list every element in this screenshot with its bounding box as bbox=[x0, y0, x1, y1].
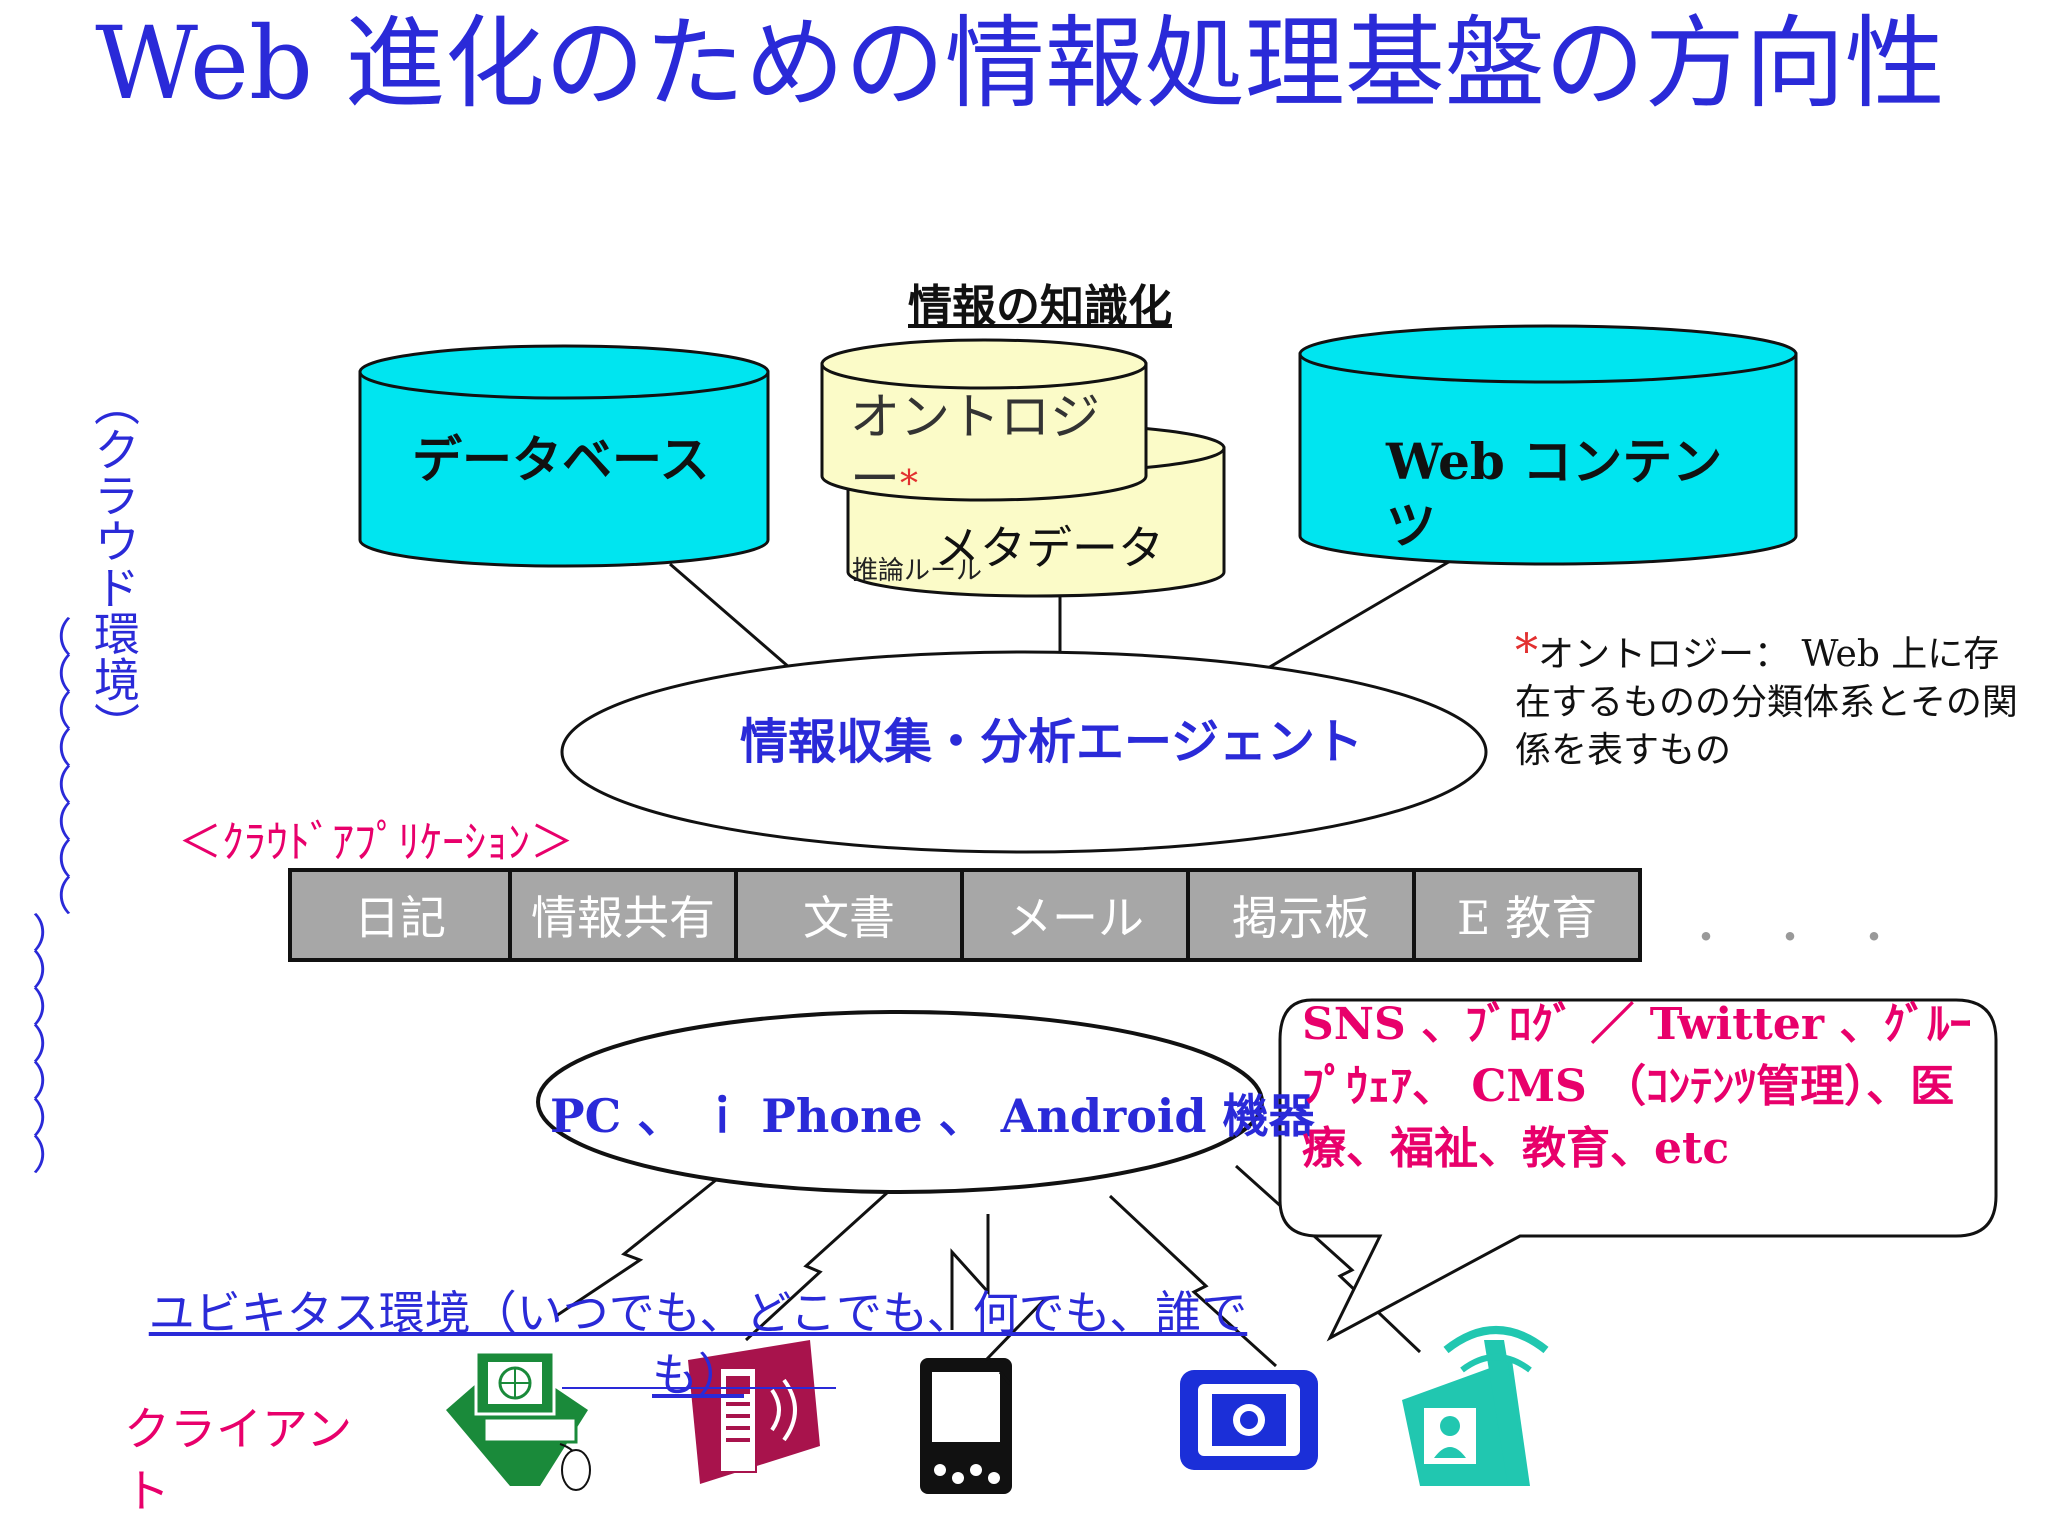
callout-text: SNS 、ﾌﾞﾛｸﾞ ／ Twitter 、ｸﾞﾙｰﾌﾟｳｪｱ、 CMS （ｺﾝ… bbox=[1302, 999, 1972, 1174]
paren: （ bbox=[32, 800, 72, 846]
app-cell-info-sharing: 情報共有 bbox=[512, 872, 738, 958]
agent-ellipse bbox=[560, 650, 1488, 854]
app-cell-documents: 文書 bbox=[738, 872, 964, 958]
paren: （ bbox=[32, 763, 72, 809]
paren: （ bbox=[32, 874, 72, 920]
paren: ） bbox=[32, 985, 72, 1031]
connector-database-agent bbox=[669, 562, 791, 670]
app-cell-diary: 日記 bbox=[292, 872, 512, 958]
note-text: オントロジー： Web 上に存在するものの分類体系とその関係を表すもの bbox=[1515, 634, 2018, 771]
client-label: クライアント bbox=[124, 1402, 353, 1518]
connector-web-agent bbox=[1267, 558, 1453, 670]
web-contents-label: Web コンテンツ bbox=[1386, 432, 1723, 555]
database-cylinder bbox=[358, 344, 770, 568]
metadata-label: メタデータ bbox=[934, 521, 1164, 575]
devices-ellipse bbox=[536, 1010, 1264, 1194]
ubiquitous-label: ユビキタス環境（いつでも、どこでも、何でも、誰でも） bbox=[118, 1282, 1278, 1406]
cloud-app-row: 日記 情報共有 文書 メール 掲示板 E 教育 bbox=[288, 868, 1642, 962]
callout-bubble bbox=[1278, 998, 1998, 1342]
ubiquitous-text: ユビキタス環境（いつでも、どこでも、何でも、誰でも） bbox=[148, 1286, 1248, 1402]
cloud-environment-label: （クラウド環境） bbox=[87, 380, 141, 748]
devices-label: PC 、 ｉ Phone 、 Android 機器 bbox=[550, 1089, 1315, 1143]
ontology-cylinder bbox=[820, 338, 1148, 502]
ontology-text: オントロジー bbox=[850, 388, 1100, 508]
tv-icon bbox=[1180, 1370, 1318, 1470]
knowledge-section-title: 情報の知識化 bbox=[908, 281, 1172, 332]
paren: （ bbox=[32, 652, 72, 698]
app-ellipsis: ・・・ bbox=[1686, 915, 1938, 961]
paren: （ bbox=[32, 615, 72, 661]
phone-icon bbox=[688, 1340, 820, 1484]
paren: ） bbox=[32, 1133, 72, 1179]
inference-rules-label: 推論ルール bbox=[852, 556, 983, 586]
cloud-apps-label: ＜ｸﾗｳﾄﾞｱﾌﾟﾘｹｰｼｮﾝ＞ bbox=[178, 817, 574, 868]
wireless-link-3 bbox=[950, 1214, 990, 1330]
wireless-link-4 bbox=[1108, 1194, 1278, 1368]
agent-label: 情報収集・分析エージェント bbox=[740, 714, 1364, 770]
page-title: Web 進化のための情報処理基盤の方向性 bbox=[95, 5, 1945, 122]
paren: ） bbox=[32, 1022, 72, 1068]
web-contents-cylinder bbox=[1298, 324, 1798, 566]
broadcast-icon bbox=[1402, 1326, 1549, 1486]
app-cell-mail: メール bbox=[964, 872, 1190, 958]
note-star: * bbox=[1515, 623, 1538, 677]
pda-icon bbox=[920, 1296, 1048, 1494]
ontology-star: * bbox=[900, 464, 918, 505]
paren: ） bbox=[32, 911, 72, 957]
wireless-link-1 bbox=[555, 1178, 717, 1318]
cloud-environment-parens: （ （ （ （ （ （ （ （ ） ） ） ） ） ） ） bbox=[30, 615, 74, 1179]
wireless-link-2 bbox=[744, 1190, 890, 1342]
paren: （ bbox=[32, 689, 72, 735]
pc-icon bbox=[446, 1350, 591, 1491]
app-cell-bulletin-board: 掲示板 bbox=[1190, 872, 1416, 958]
paren: （ bbox=[32, 837, 72, 883]
paren: （ bbox=[32, 726, 72, 772]
paren: ） bbox=[32, 1096, 72, 1142]
ontology-label: オントロジー* bbox=[850, 386, 1130, 516]
paren: ） bbox=[32, 1059, 72, 1105]
paren: ） bbox=[32, 948, 72, 994]
app-cell-e-learning: E 教育 bbox=[1456, 891, 1598, 945]
database-label: データベース bbox=[412, 430, 710, 489]
ontology-note: *オントロジー： Web 上に存在するものの分類体系とその関係を表すもの bbox=[1515, 626, 2035, 775]
